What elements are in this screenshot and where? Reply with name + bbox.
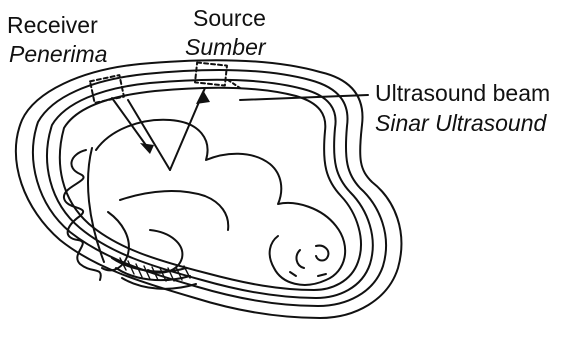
outer-layer-3: [47, 80, 373, 298]
outer-layer-1: [16, 60, 402, 318]
receiver-arrowhead: [140, 143, 154, 154]
receiver-label-en: Receiver: [7, 14, 98, 37]
fetus-eyebrow: [290, 272, 296, 276]
source-label-en: Source: [193, 7, 266, 30]
fetus-ear: [297, 250, 304, 268]
outer-layer-2: [33, 70, 386, 306]
fetus-mouth: [318, 274, 326, 276]
fetus-face: [316, 246, 328, 261]
beam-label-en: Ultrasound beam: [375, 82, 550, 105]
placenta-wave: [64, 150, 101, 280]
receiver-label-id: Penerima: [9, 43, 107, 66]
source-dash-tail: [228, 80, 240, 88]
receiver-icon: [90, 75, 124, 103]
beam-line-1: [128, 100, 170, 170]
source-label-id: Sumber: [185, 36, 266, 59]
source-icon: [195, 62, 227, 85]
outer-layer-4: [60, 88, 361, 290]
fetus-back: [120, 191, 228, 230]
beam-label-id: Sinar Ultrasound: [375, 112, 546, 135]
source-arrowhead: [196, 90, 210, 104]
fetus-outline: [96, 120, 345, 285]
